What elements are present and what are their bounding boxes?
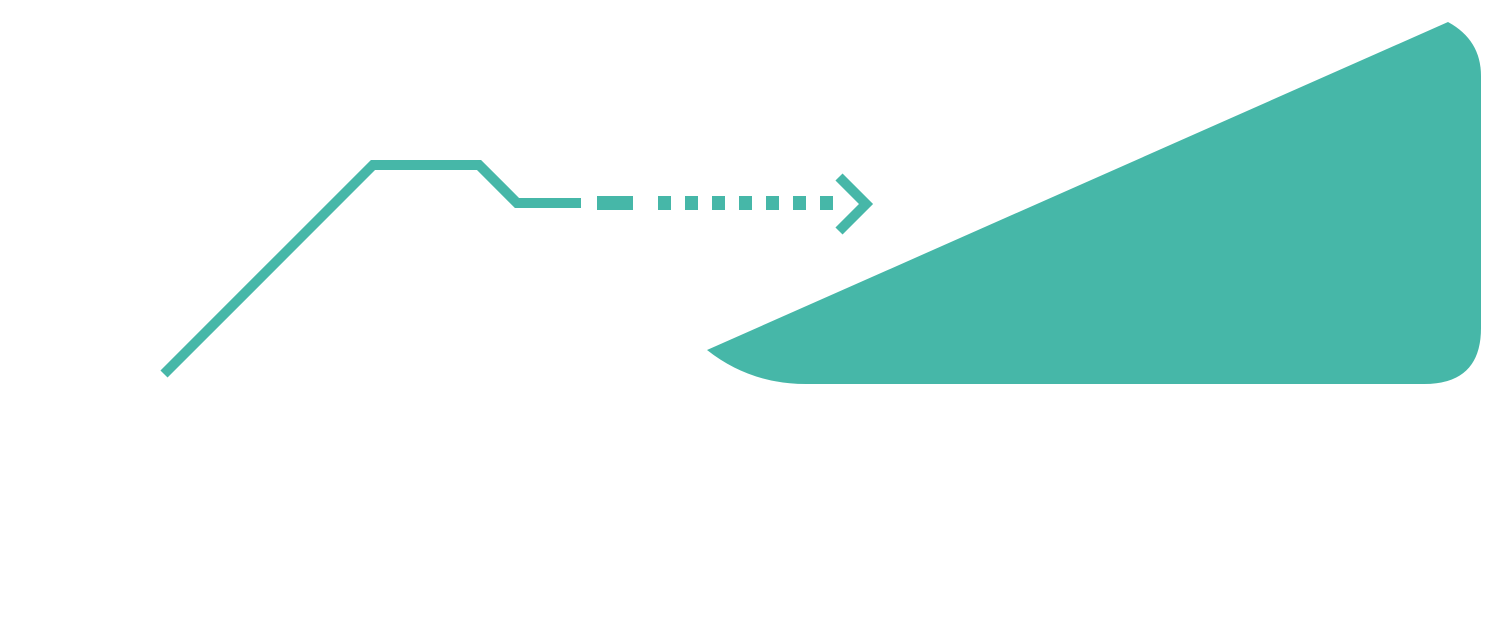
teal-wedge-shape (707, 22, 1481, 384)
chevron-right-icon (835, 173, 874, 235)
route-path-line (160, 160, 581, 378)
